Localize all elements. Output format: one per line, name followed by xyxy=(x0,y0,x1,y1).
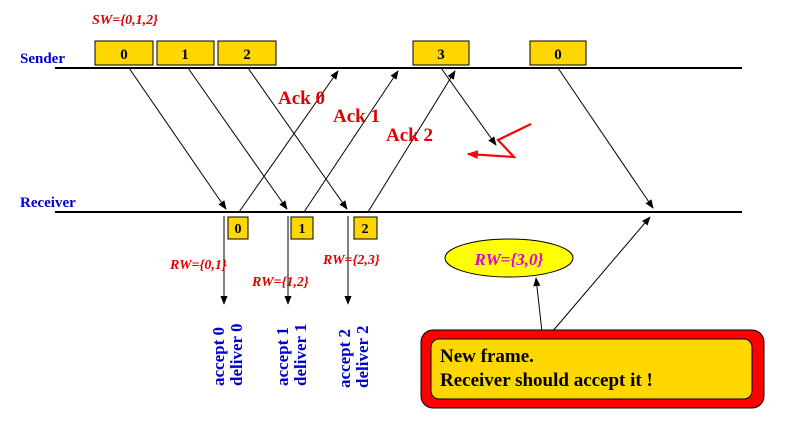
sender-frame-label: 0 xyxy=(554,47,562,63)
ack-2-arrow xyxy=(367,70,456,213)
receiver-frame-label: 0 xyxy=(235,222,242,237)
note-to-ellipse-arrow xyxy=(533,277,543,333)
ack-0-arrow xyxy=(238,70,339,213)
frame-0-arrow xyxy=(128,67,227,210)
receiver-window-1: RW={1,2} xyxy=(251,275,309,290)
frame-2-arrow xyxy=(247,67,348,210)
note-line-2: Receiver should accept it ! xyxy=(440,370,653,391)
deliver-text: deliver 1 xyxy=(291,324,310,386)
frame-3-arrow xyxy=(440,67,497,146)
delivery-text-1: accept 1 deliver 1 xyxy=(273,324,310,386)
delivery-text-2: accept 2 deliver 2 xyxy=(335,326,372,388)
accept-text: accept 2 xyxy=(335,329,354,388)
frame-4-arrow xyxy=(557,67,654,209)
sender-frame-1: 1 xyxy=(156,40,215,66)
receiver-frame-label: 2 xyxy=(362,222,369,237)
deliver-text: deliver 2 xyxy=(353,326,372,388)
receiver-window-2: RW={2,3} xyxy=(322,253,380,268)
ack-label-2: Ack 2 xyxy=(386,125,433,146)
ack-1-arrow xyxy=(303,70,399,213)
delivery-text-0: accept 0 deliver 0 xyxy=(209,324,246,386)
sender-frame-label: 0 xyxy=(120,47,128,63)
receiver-window-final: RW={3,0} xyxy=(474,250,544,269)
receiver-frame-2: 2 xyxy=(353,216,378,240)
receiver-label: Receiver xyxy=(20,195,76,211)
receiver-window-ellipse xyxy=(444,238,574,278)
receiver-frame-1: 1 xyxy=(290,216,314,240)
sender-label: Sender xyxy=(20,51,65,67)
sender-frame-label: 3 xyxy=(437,47,445,63)
note-box: New frame. Receiver should accept it ! xyxy=(420,329,765,409)
sender-frame-3: 3 xyxy=(412,40,470,66)
sender-window-note: SW={0,1,2} xyxy=(92,13,158,28)
sender-frame-0: 0 xyxy=(94,40,154,66)
lost-frame-mark xyxy=(466,123,532,160)
note-line-1: New frame. xyxy=(440,346,534,367)
accept-text: accept 0 xyxy=(209,327,228,386)
sender-frame-label: 1 xyxy=(181,47,189,63)
note-to-receiver-arrow xyxy=(551,216,651,333)
frame-1-arrow xyxy=(187,67,288,210)
sender-frame-4: 0 xyxy=(529,40,587,66)
receiver-frame-0: 0 xyxy=(227,216,249,240)
deliver-text: deliver 0 xyxy=(227,324,246,386)
receiver-window-0: RW={0,1} xyxy=(169,258,227,273)
ack-label-0: Ack 0 xyxy=(278,88,325,109)
sender-frame-label: 2 xyxy=(243,47,251,63)
accept-text: accept 1 xyxy=(273,327,292,386)
ack-label-1: Ack 1 xyxy=(333,106,380,127)
sender-frame-2: 2 xyxy=(217,40,277,66)
receiver-frame-label: 1 xyxy=(299,222,306,237)
